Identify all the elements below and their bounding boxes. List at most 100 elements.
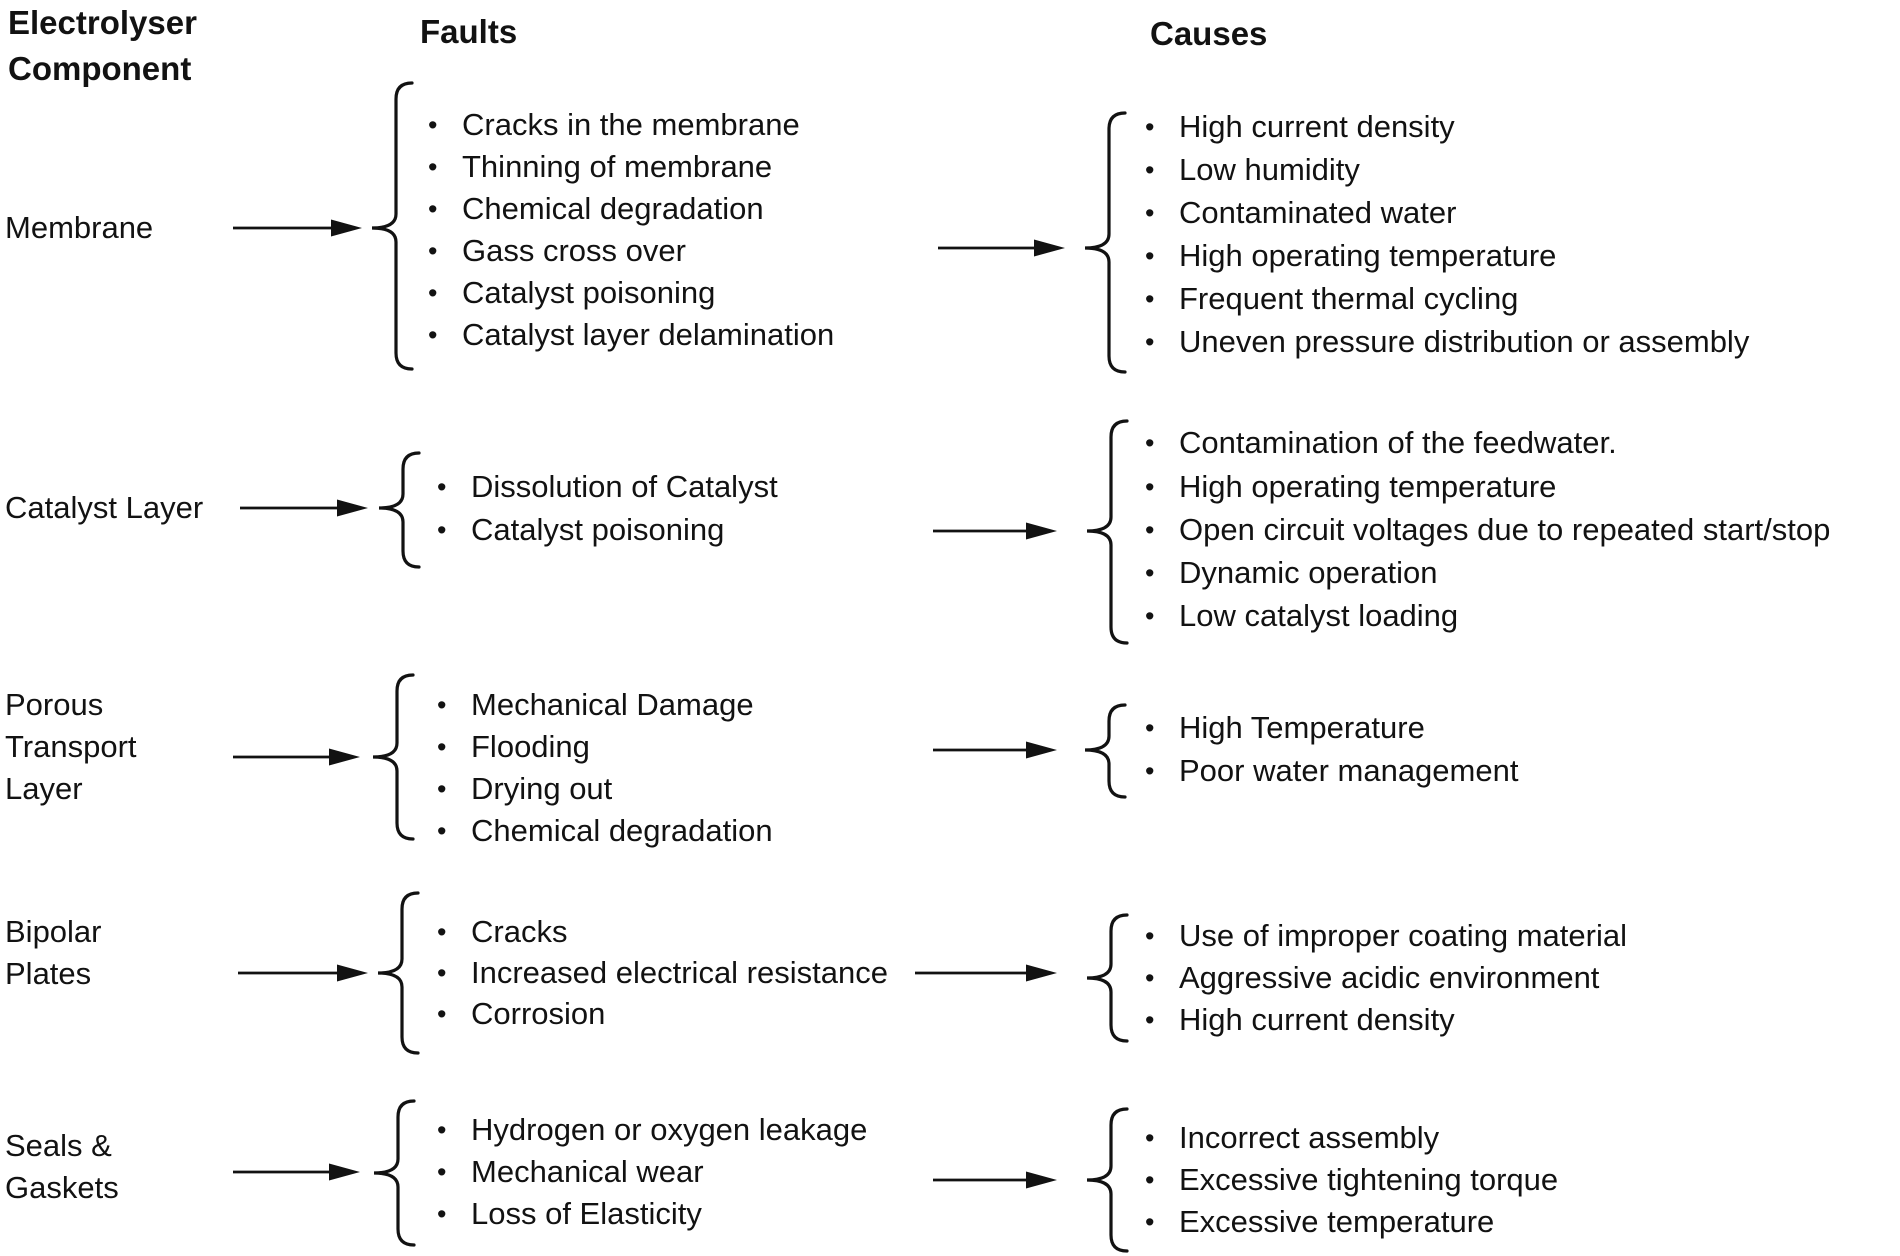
bullet-icon: • (1145, 712, 1155, 743)
component-label-line: Bipolar (5, 914, 102, 949)
cause-item-label: Poor water management (1179, 753, 1519, 788)
bullet-icon: • (437, 998, 447, 1029)
column-header-component: Electrolyser Component (8, 0, 197, 92)
cause-item-label: Low catalyst loading (1179, 598, 1459, 633)
causes-brace-icon (1086, 419, 1129, 645)
faults-to-causes-arrow-icon (938, 239, 1065, 257)
column-header-component-line2: Component (8, 50, 192, 87)
cause-item-label: Incorrect assembly (1179, 1120, 1440, 1155)
cause-item: •Contamination of the feedwater. (1145, 422, 1617, 464)
cause-item: •Low humidity (1145, 149, 1360, 191)
fault-item-label: Mechanical Damage (471, 687, 754, 722)
fault-item: •Corrosion (437, 993, 605, 1035)
faults-brace-icon (377, 891, 420, 1055)
bullet-icon: • (1145, 1164, 1155, 1195)
cause-item: • Contaminated water (1145, 192, 1456, 234)
fault-item-label: Catalyst poisoning (462, 275, 716, 310)
bullet-icon: • (437, 1156, 447, 1187)
cause-item-label: High operating temperature (1179, 238, 1557, 273)
component-to-faults-arrow-icon (240, 499, 368, 517)
component-to-faults-arrow-icon (233, 219, 362, 237)
fault-item-label: Catalyst layer delamination (462, 317, 835, 352)
cause-item-label: Contaminated water (1179, 195, 1457, 230)
cause-item-label: High current density (1179, 109, 1455, 144)
bullet-icon: • (1145, 427, 1155, 458)
bullet-icon: • (1145, 326, 1155, 357)
fault-item: •Drying out (437, 768, 612, 810)
cause-item: • Excessive temperature (1145, 1201, 1494, 1243)
cause-item: • Frequent thermal cycling (1145, 278, 1518, 320)
cause-item-label: Frequent thermal cycling (1179, 281, 1519, 316)
cause-item: •High operating temperature (1145, 466, 1556, 508)
component-to-faults-arrow-icon (233, 1163, 360, 1181)
bullet-icon: • (428, 277, 438, 308)
fault-item-label: Drying out (471, 771, 613, 806)
fault-item-label: Cracks in the membrane (462, 107, 800, 142)
fault-item: •Catalyst layer delamination (428, 314, 834, 356)
fault-item-label: Increased electrical resistance (471, 955, 888, 990)
bullet-icon: • (1145, 557, 1155, 588)
faults-brace-icon (371, 81, 414, 371)
faults-to-causes-arrow-icon (933, 741, 1057, 759)
cause-item: • High current density (1145, 106, 1455, 148)
fault-item: •Cracks (437, 911, 567, 953)
fault-item: •Chemical degradation (437, 810, 773, 852)
bullet-icon: • (1145, 962, 1155, 993)
fault-item-label: Gass cross over (462, 233, 686, 268)
fault-item-label: Flooding (471, 729, 590, 764)
cause-item-label: High current density (1179, 1002, 1455, 1037)
bullet-icon: • (428, 193, 438, 224)
component-label-line: Plates (5, 956, 92, 991)
cause-item-label: High operating temperature (1179, 469, 1557, 504)
fault-item: • Increased electrical resistance (437, 952, 888, 994)
cause-item-label: Uneven pressure distribution or assembly (1179, 324, 1750, 359)
cause-item-label: Excessive tightening torque (1179, 1162, 1559, 1197)
fault-item: • Flooding (437, 726, 590, 768)
component-label-membrane: Membrane (5, 207, 153, 249)
component-label-catalyst-layer: Catalyst Layer (5, 487, 203, 529)
cause-item: •Dynamic operation (1145, 552, 1437, 594)
component-to-faults-arrow-icon (238, 964, 368, 982)
fault-item: •Loss of Elasticity (437, 1193, 702, 1235)
bullet-icon: • (1145, 197, 1155, 228)
bullet-icon: • (437, 815, 447, 846)
bullet-icon: • (1145, 1206, 1155, 1237)
bullet-icon: • (428, 151, 438, 182)
bullet-icon: • (437, 731, 447, 762)
cause-item-label: Open circuit voltages due to repeated st… (1179, 512, 1831, 547)
cause-item: •High operating temperature (1145, 235, 1556, 277)
cause-item: •Use of improper coating material (1145, 915, 1627, 957)
column-header-causes: Causes (1150, 15, 1268, 52)
fault-item-label: Hydrogen or oxygen leakage (471, 1112, 868, 1147)
faults-brace-icon (378, 451, 421, 569)
bullet-icon: • (437, 689, 447, 720)
causes-brace-icon (1084, 703, 1127, 799)
fault-item: •Gass cross over (428, 230, 686, 272)
fault-item-label: Mechanical wear (471, 1154, 704, 1189)
cause-item: •Aggressive acidic environment (1145, 957, 1599, 999)
cause-item-label: Excessive temperature (1179, 1204, 1495, 1239)
fault-item: •Chemical degradation (428, 188, 764, 230)
fault-item-label: Cracks (471, 914, 568, 949)
fault-item: • Catalyst poisoning (428, 272, 715, 314)
fault-item: •Dissolution of Catalyst (437, 466, 778, 508)
faults-to-causes-arrow-icon (915, 964, 1057, 982)
bullet-icon: • (1145, 920, 1155, 951)
cause-item: • Uneven pressure distribution or assembl… (1145, 321, 1749, 363)
bullet-icon: • (437, 1114, 447, 1145)
component-to-faults-arrow-icon (233, 748, 360, 766)
bullet-icon: • (1145, 283, 1155, 314)
bullet-icon: • (1145, 111, 1155, 142)
bullet-icon: • (437, 957, 447, 988)
fault-item: •Cracks in the membrane (428, 104, 800, 146)
cause-item-label: Low humidity (1179, 152, 1360, 187)
cause-item: •Poor water management (1145, 750, 1518, 792)
component-label-line: Seals & (5, 1128, 112, 1163)
bullet-icon: • (437, 471, 447, 502)
cause-item-label: High Temperature (1179, 710, 1425, 745)
faults-to-causes-arrow-icon (933, 522, 1057, 540)
cause-item: •Incorrect assembly (1145, 1117, 1439, 1159)
